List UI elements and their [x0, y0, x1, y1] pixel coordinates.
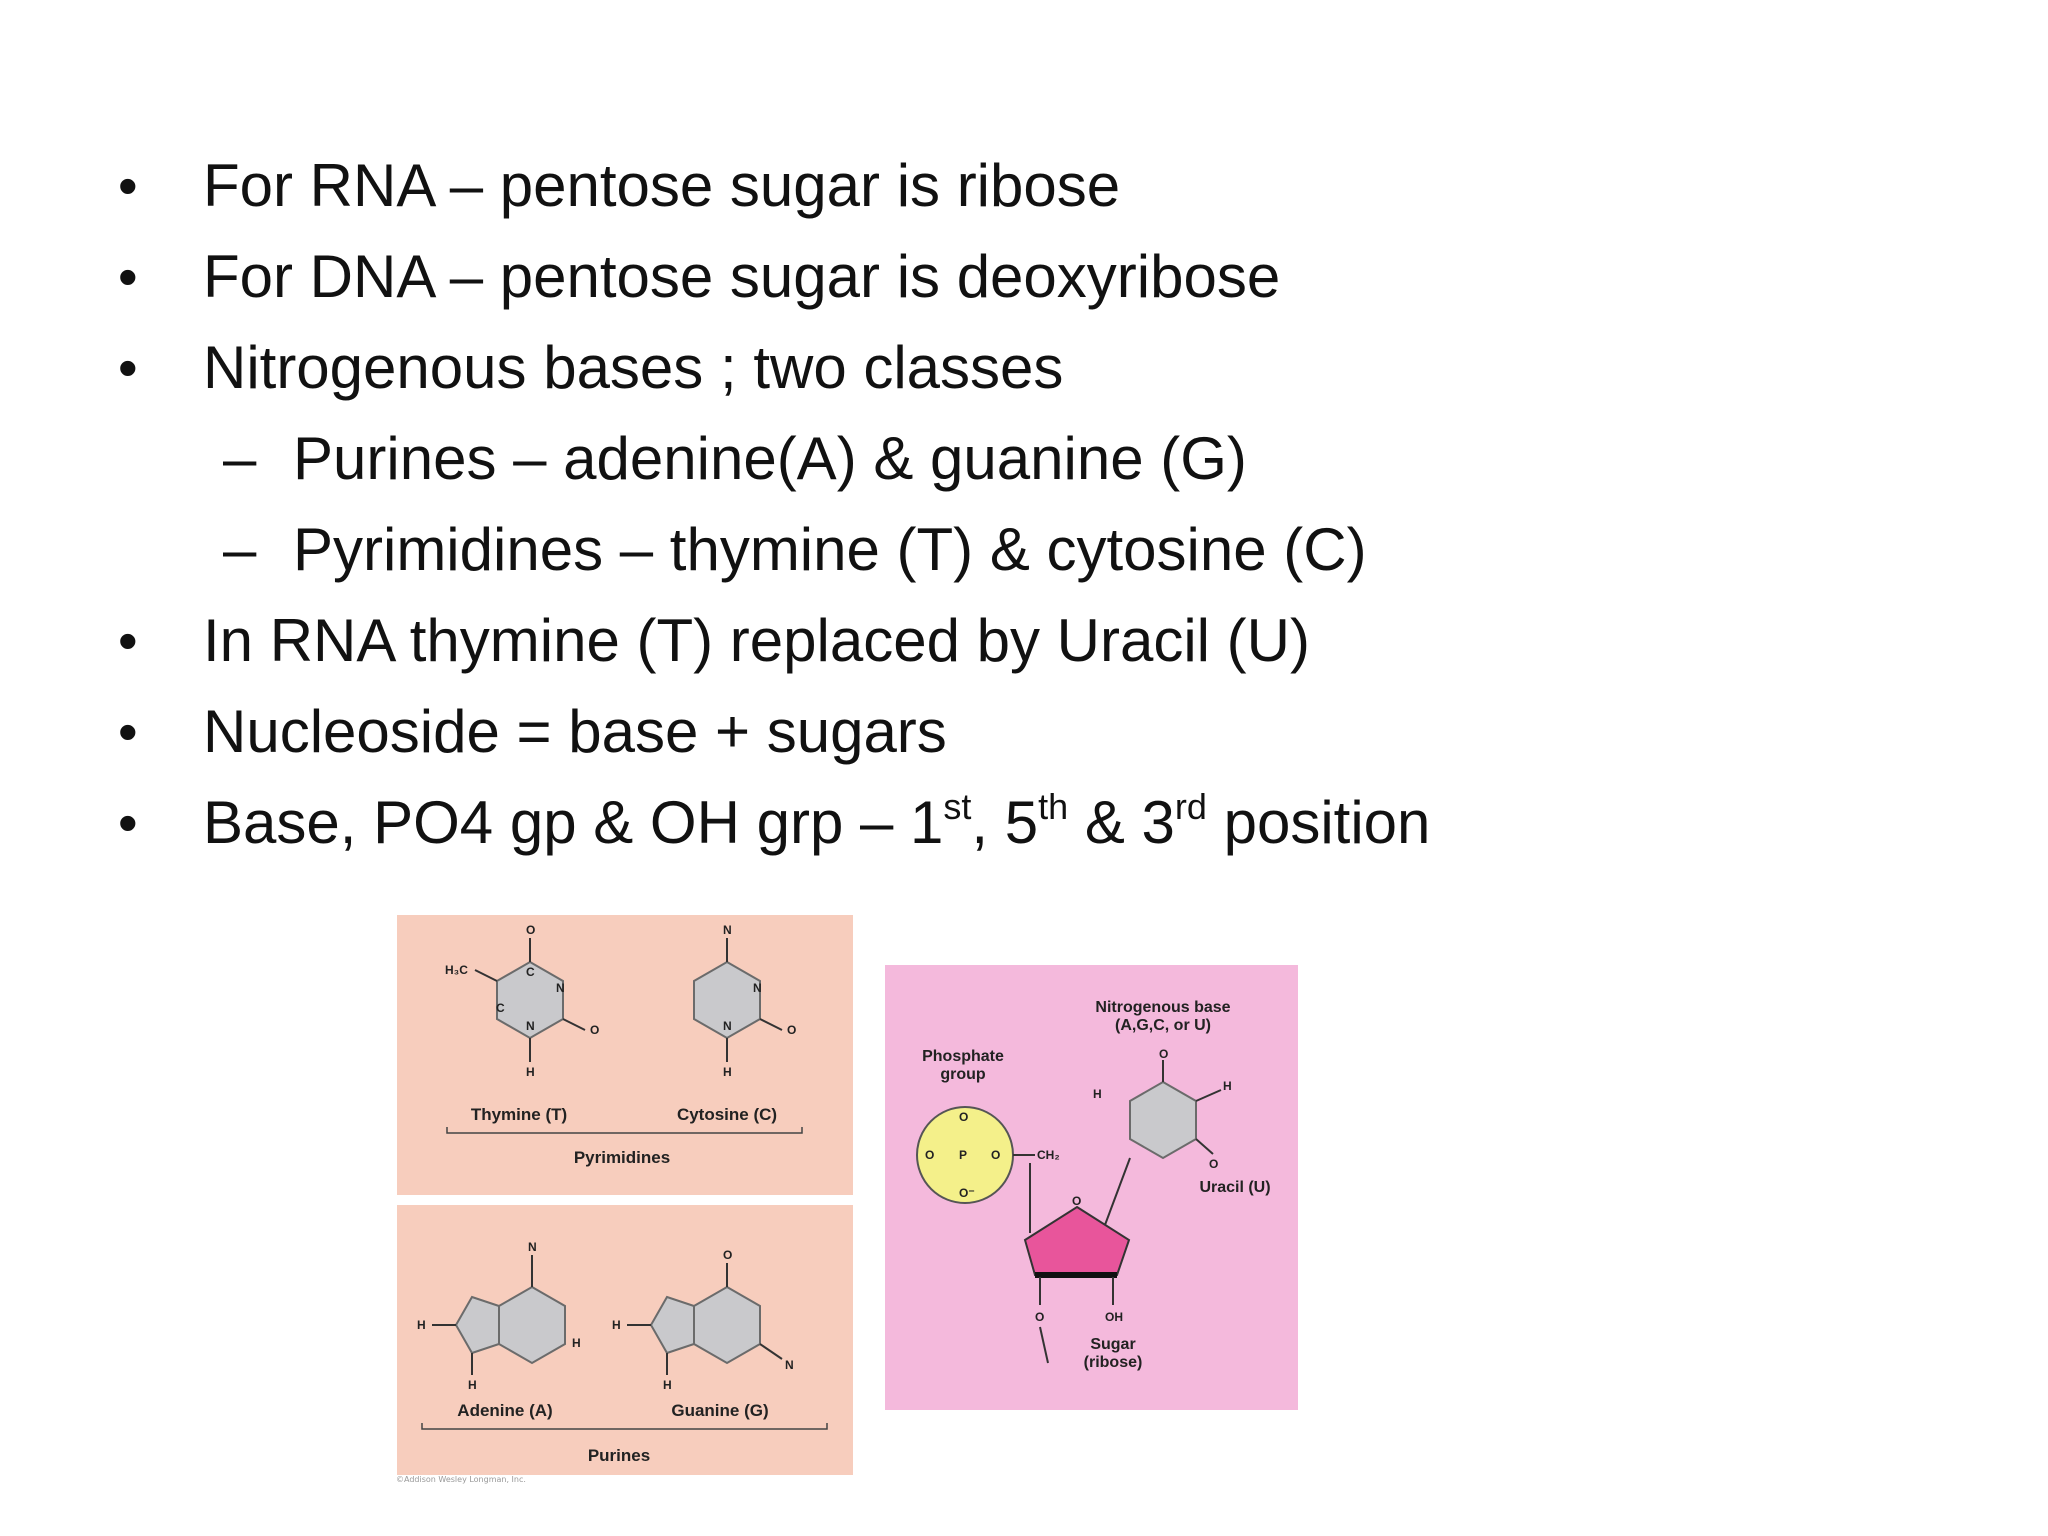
phosphate-group: O O P O O⁻ CH₂	[916, 1106, 1060, 1204]
dash-marker: –	[223, 425, 257, 492]
svg-text:O: O	[1209, 1157, 1218, 1171]
svg-text:N: N	[785, 1358, 794, 1372]
uracil-label: Uracil (U)	[1199, 1179, 1270, 1196]
svg-text:H: H	[1223, 1079, 1232, 1093]
thymine-molecule: O O H H₃C C N C N	[445, 923, 599, 1079]
guanine-molecule: O N H H	[612, 1248, 794, 1392]
svg-text:O: O	[959, 1110, 968, 1124]
svg-text:CH₂: CH₂	[1037, 1148, 1060, 1162]
sup-th: th	[1038, 786, 1069, 827]
guanine-label: Guanine (G)	[671, 1401, 768, 1420]
svg-text:H₃C: H₃C	[445, 963, 468, 977]
nitrogenous-base-label-line2: (A,G,C, or U)	[1115, 1017, 1211, 1034]
phosphate-label-line1: Phosphate	[922, 1048, 1004, 1065]
sugar-label-line2: (ribose)	[1084, 1354, 1143, 1371]
svg-text:O: O	[590, 1023, 599, 1037]
bullet-rna-sugar: For RNA – pentose sugar is ribose	[118, 140, 1618, 231]
svg-text:N: N	[528, 1240, 537, 1254]
figure-credit: ©Addison Wesley Longman, Inc.	[396, 1475, 526, 1484]
svg-text:N: N	[723, 1019, 732, 1033]
svg-text:C: C	[526, 965, 535, 979]
pyrimidines-panel-bg	[397, 915, 853, 1195]
svg-text:N: N	[753, 981, 762, 995]
bullet-dna-sugar: For DNA – pentose sugar is deoxyribose	[118, 231, 1618, 322]
bullet-uracil: In RNA thymine (T) replaced by Uracil (U…	[118, 595, 1618, 686]
svg-text:N: N	[526, 1019, 535, 1033]
positions-text-3: & 3	[1068, 789, 1175, 856]
svg-text:O: O	[787, 1023, 796, 1037]
svg-text:H: H	[572, 1336, 581, 1350]
uracil-molecule: O O H H	[1093, 1047, 1232, 1171]
cytosine-molecule: N O H N N	[693, 923, 796, 1079]
svg-text:O: O	[925, 1148, 934, 1162]
svg-text:O⁻: O⁻	[959, 1186, 975, 1200]
svg-text:H: H	[663, 1378, 672, 1392]
svg-text:N: N	[556, 981, 565, 995]
bullet-nucleoside: Nucleoside = base + sugars	[118, 686, 1618, 777]
svg-text:H: H	[526, 1065, 535, 1079]
nitrogenous-base-label-line1: Nitrogenous base	[1095, 999, 1230, 1016]
positions-text-1: Base, PO4 gp & OH grp – 1	[203, 789, 944, 856]
adenine-molecule: N H H H	[417, 1240, 581, 1392]
svg-text:OH: OH	[1105, 1310, 1123, 1324]
svg-text:H: H	[723, 1065, 732, 1079]
sub-bullet-purines: –Purines – adenine(A) & guanine (G)	[118, 413, 1618, 504]
pyrimidines-bracket	[446, 1127, 803, 1134]
positions-text-2: , 5	[971, 789, 1039, 856]
cytosine-label: Cytosine (C)	[677, 1105, 777, 1124]
dash-marker: –	[223, 516, 257, 583]
bullet-nitrogenous-bases: Nitrogenous bases ; two classes	[118, 322, 1618, 413]
svg-text:O: O	[723, 1248, 732, 1262]
sugar-label-line1: Sugar	[1090, 1336, 1135, 1353]
bullet-list: For RNA – pentose sugar is ribose For DN…	[118, 140, 1618, 868]
svg-text:H: H	[612, 1318, 621, 1332]
svg-text:H: H	[468, 1378, 477, 1392]
purines-bracket	[421, 1423, 828, 1430]
adenine-label: Adenine (A)	[457, 1401, 552, 1420]
phosphate-label-line2: group	[940, 1066, 986, 1083]
ribose-sugar: O O OH	[1023, 1194, 1131, 1364]
purines-figure: N H H H O N H H Adenine (A) Guanine (G) …	[397, 1205, 853, 1475]
svg-text:O: O	[1035, 1310, 1044, 1324]
purines-label: Purines	[588, 1446, 650, 1465]
svg-text:H: H	[1093, 1087, 1102, 1101]
sub-bullet-text: Pyrimidines – thymine (T) & cytosine (C)	[293, 516, 1367, 583]
svg-text:H: H	[417, 1318, 426, 1332]
bullet-positions: Base, PO4 gp & OH grp – 1st, 5th & 3rd p…	[118, 777, 1618, 868]
svg-text:O: O	[1159, 1047, 1168, 1061]
pyrimidines-figure: O O H H₃C C N C N N O H N N Thymine (T) …	[397, 915, 853, 1195]
nucleotide-figure: Nitrogenous base (A,G,C, or U) Phosphate…	[885, 965, 1298, 1410]
svg-text:N: N	[723, 923, 732, 937]
svg-text:C: C	[496, 1001, 505, 1015]
pyrimidines-label: Pyrimidines	[574, 1148, 670, 1167]
sub-bullet-pyrimidines: –Pyrimidines – thymine (T) & cytosine (C…	[118, 504, 1618, 595]
sup-rd: rd	[1174, 786, 1207, 827]
sub-bullet-text: Purines – adenine(A) & guanine (G)	[293, 425, 1247, 492]
thymine-label: Thymine (T)	[471, 1105, 567, 1124]
svg-text:P: P	[959, 1148, 967, 1162]
positions-text-4: position	[1206, 789, 1431, 856]
svg-text:O: O	[526, 923, 535, 937]
svg-text:O: O	[991, 1148, 1000, 1162]
sup-st: st	[943, 786, 972, 827]
svg-text:O: O	[1072, 1194, 1081, 1208]
